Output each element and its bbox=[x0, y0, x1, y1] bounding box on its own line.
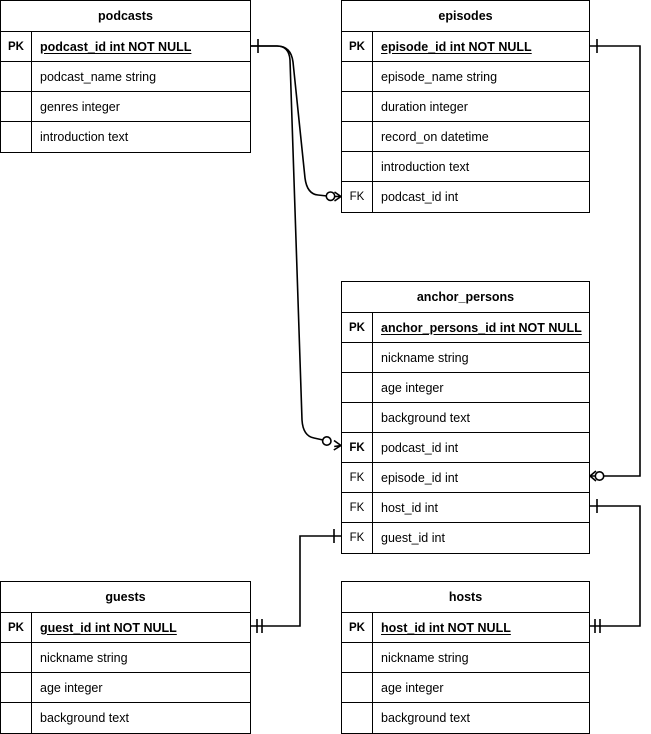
relationship-podcasts-episodes bbox=[251, 39, 342, 202]
attribute-row[interactable]: PK anchor_persons_id int NOT NULL bbox=[342, 313, 589, 343]
key-cell bbox=[342, 122, 373, 151]
attribute-name: podcast_id int bbox=[381, 440, 459, 455]
key-cell: PK bbox=[342, 313, 373, 342]
attribute-name: episode_name string bbox=[381, 69, 498, 84]
attribute-name: host_id int NOT NULL bbox=[381, 620, 511, 635]
key-cell bbox=[342, 403, 373, 432]
key-cell bbox=[342, 152, 373, 181]
key-cell bbox=[1, 703, 32, 733]
attribute-name: age integer bbox=[381, 680, 444, 695]
attribute-row[interactable]: PK host_id int NOT NULL bbox=[342, 613, 589, 643]
attribute-name: background text bbox=[381, 410, 470, 425]
key-cell bbox=[342, 673, 373, 702]
attribute-name: episode_id int NOT NULL bbox=[381, 39, 532, 54]
attribute-row[interactable]: podcast_name string bbox=[1, 62, 250, 92]
attribute-name: genres integer bbox=[40, 99, 120, 114]
attribute-name: age integer bbox=[40, 680, 103, 695]
entity-title-anchor_persons: anchor_persons bbox=[342, 282, 589, 313]
relationship-episodes-anchor-persons bbox=[589, 39, 641, 482]
attribute-row[interactable]: introduction text bbox=[342, 152, 589, 182]
attribute-name: guest_id int bbox=[381, 531, 445, 545]
attribute-name: nickname string bbox=[381, 650, 469, 665]
entity-title-podcasts: podcasts bbox=[1, 1, 250, 32]
key-cell bbox=[342, 92, 373, 121]
attribute-row[interactable]: PK episode_id int NOT NULL bbox=[342, 32, 589, 62]
attribute-row[interactable]: episode_name string bbox=[342, 62, 589, 92]
attribute-name: anchor_persons_id int NOT NULL bbox=[381, 320, 582, 335]
entity-title-guests: guests bbox=[1, 582, 250, 613]
attribute-row[interactable]: background text bbox=[342, 703, 589, 733]
attribute-name: podcast_name string bbox=[40, 69, 157, 84]
attribute-name: nickname string bbox=[381, 350, 469, 365]
key-cell: FK bbox=[342, 433, 373, 462]
key-cell: PK bbox=[342, 613, 373, 642]
attribute-row[interactable]: PK guest_id int NOT NULL bbox=[1, 613, 250, 643]
relationship-podcasts-anchor-persons bbox=[251, 45, 342, 451]
relationship-guests-anchor-persons bbox=[251, 529, 341, 633]
attribute-row[interactable]: introduction text bbox=[1, 122, 250, 152]
key-cell bbox=[1, 92, 32, 121]
attribute-name: host_id int bbox=[381, 500, 438, 515]
attribute-row[interactable]: nickname string bbox=[1, 643, 250, 673]
attribute-row[interactable]: FK guest_id int bbox=[342, 523, 589, 553]
key-cell bbox=[342, 343, 373, 372]
attribute-name: background text bbox=[40, 711, 129, 725]
attribute-row[interactable]: duration integer bbox=[342, 92, 589, 122]
key-cell bbox=[342, 703, 373, 733]
attribute-row[interactable]: PK podcast_id int NOT NULL bbox=[1, 32, 250, 62]
key-cell bbox=[342, 62, 373, 91]
attribute-name: duration integer bbox=[381, 99, 468, 114]
attribute-name: introduction text bbox=[381, 159, 470, 174]
attribute-name: nickname string bbox=[40, 650, 128, 665]
attribute-name: podcast_id int NOT NULL bbox=[40, 39, 192, 54]
attribute-row[interactable]: background text bbox=[1, 703, 250, 733]
attribute-row[interactable]: genres integer bbox=[1, 92, 250, 122]
attribute-row[interactable]: FK podcast_id int bbox=[342, 433, 589, 463]
key-cell: PK bbox=[1, 613, 32, 642]
key-cell bbox=[342, 373, 373, 402]
key-cell bbox=[1, 643, 32, 672]
attribute-row[interactable]: FK podcast_id int bbox=[342, 182, 589, 212]
attribute-name: background text bbox=[381, 711, 470, 725]
attribute-name: introduction text bbox=[40, 130, 129, 144]
key-cell: FK bbox=[342, 493, 373, 522]
attribute-row[interactable]: nickname string bbox=[342, 343, 589, 373]
key-cell: PK bbox=[1, 32, 32, 61]
attribute-name: guest_id int NOT NULL bbox=[40, 620, 177, 635]
attribute-row[interactable]: background text bbox=[342, 403, 589, 433]
attribute-name: podcast_id int bbox=[381, 190, 459, 204]
key-cell: FK bbox=[342, 182, 373, 212]
entity-title-episodes: episodes bbox=[342, 1, 589, 32]
key-cell: FK bbox=[342, 463, 373, 492]
attribute-name: age integer bbox=[381, 380, 444, 395]
key-cell bbox=[1, 122, 32, 152]
attribute-row[interactable]: FK host_id int bbox=[342, 493, 589, 523]
attribute-name: episode_id int bbox=[381, 470, 459, 485]
key-cell bbox=[1, 673, 32, 702]
relationship-hosts-anchor-persons bbox=[590, 499, 641, 633]
attribute-row[interactable]: record_on datetime bbox=[342, 122, 589, 152]
attribute-row[interactable]: nickname string bbox=[342, 643, 589, 673]
key-cell bbox=[342, 643, 373, 672]
attribute-row[interactable]: age integer bbox=[1, 673, 250, 703]
attribute-row[interactable]: FK episode_id int bbox=[342, 463, 589, 493]
key-cell: PK bbox=[342, 32, 373, 61]
entity-title-hosts: hosts bbox=[342, 582, 589, 613]
attribute-name: record_on datetime bbox=[381, 129, 489, 144]
attribute-row[interactable]: age integer bbox=[342, 373, 589, 403]
key-cell bbox=[1, 62, 32, 91]
key-cell: FK bbox=[342, 523, 373, 553]
attribute-row[interactable]: age integer bbox=[342, 673, 589, 703]
